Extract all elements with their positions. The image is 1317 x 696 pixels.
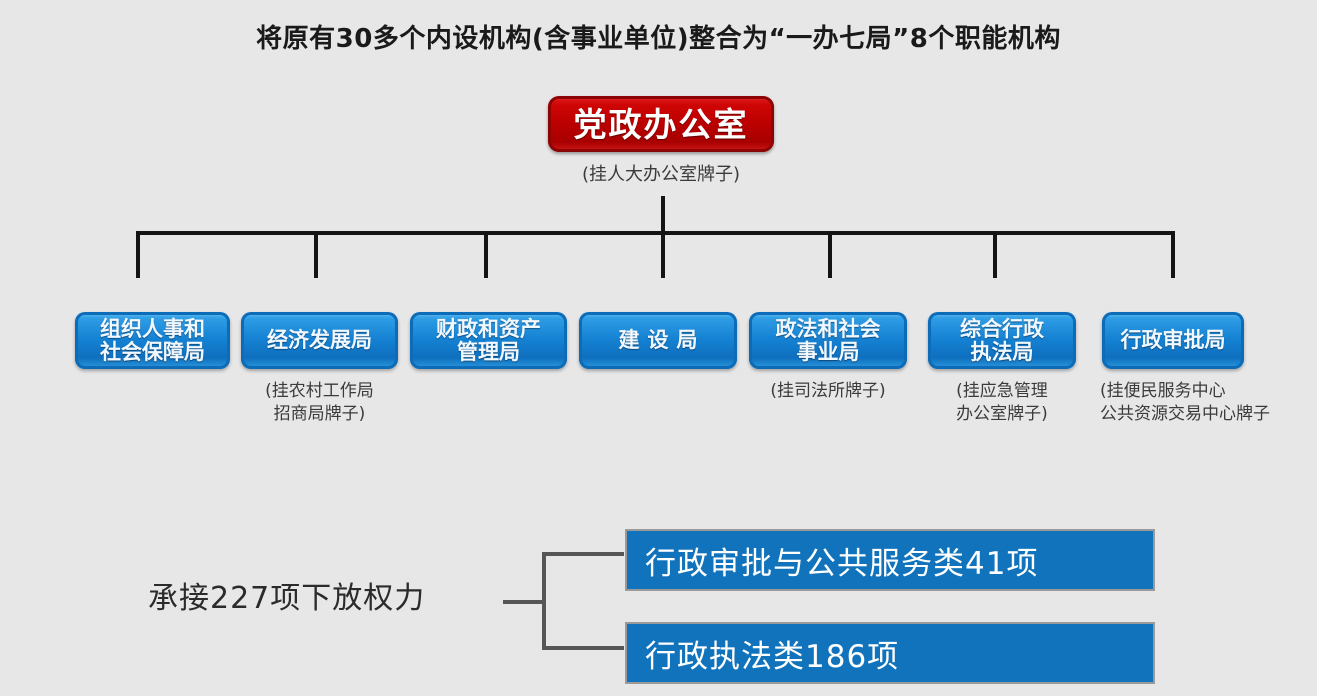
org-node-label: 经济发展局	[267, 328, 372, 353]
connector-drop-4	[661, 231, 665, 278]
connector-bottom-arm-top	[542, 552, 624, 556]
org-node-label: 行政审批局	[1120, 328, 1226, 353]
connector-bottom-arm-bottom	[542, 646, 624, 650]
connector-drop-2	[314, 231, 318, 278]
delegated-powers-item-enforcement[interactable]: 行政执法类186项	[625, 622, 1155, 684]
org-node-root-subtitle: (挂人大办公室牌子)	[581, 164, 741, 185]
org-node-comprehensive-enforcement-subtitle: (挂应急管理 办公室牌子)	[956, 381, 1048, 424]
delegated-powers-item-label: 行政执法类186项	[645, 638, 900, 675]
org-node-finance-asset[interactable]: 财政和资产 管理局	[410, 312, 567, 369]
org-node-label: 综合行政 执法局	[960, 316, 1044, 364]
org-node-politics-law-social-subtitle: (挂司法所牌子)	[770, 381, 886, 401]
connector-bottom-spine	[542, 552, 546, 650]
org-node-label: 政法和社会 事业局	[775, 316, 881, 364]
delegated-powers-label: 承接227项下放权力	[148, 581, 426, 616]
org-node-label: 组织人事和 社会保障局	[100, 316, 205, 364]
connector-horizontal-bus	[136, 231, 1175, 235]
org-node-comprehensive-enforcement[interactable]: 综合行政 执法局	[928, 312, 1076, 369]
org-node-label: 建设局	[618, 328, 706, 353]
org-node-administrative-approval[interactable]: 行政审批局	[1102, 312, 1244, 369]
connector-drop-7	[1171, 231, 1175, 278]
delegated-powers-item-approval-service[interactable]: 行政审批与公共服务类41项	[625, 529, 1155, 591]
org-node-economic-development[interactable]: 经济发展局	[241, 312, 398, 369]
org-node-administrative-approval-subtitle: (挂便民服务中心 公共资源交易中心牌子	[1100, 381, 1270, 424]
connector-drop-1	[136, 231, 140, 278]
org-node-economic-development-subtitle: (挂农村工作局 招商局牌子)	[265, 381, 374, 424]
connector-drop-3	[484, 231, 488, 278]
org-node-root-label: 党政办公室	[573, 104, 749, 144]
delegated-powers-item-label: 行政审批与公共服务类41项	[645, 545, 1039, 582]
org-node-root[interactable]: 党政办公室	[548, 96, 774, 152]
org-node-label: 财政和资产 管理局	[436, 316, 541, 364]
connector-bottom-stub	[503, 600, 545, 604]
org-node-politics-law-social[interactable]: 政法和社会 事业局	[749, 312, 907, 369]
org-node-construction[interactable]: 建设局	[579, 312, 737, 369]
connector-drop-6	[993, 231, 997, 278]
diagram-title: 将原有30多个内设机构(含事业单位)整合为“一办七局”8个职能机构	[256, 24, 1061, 54]
connector-drop-5	[828, 231, 832, 278]
org-node-organization-personnel[interactable]: 组织人事和 社会保障局	[75, 312, 230, 369]
